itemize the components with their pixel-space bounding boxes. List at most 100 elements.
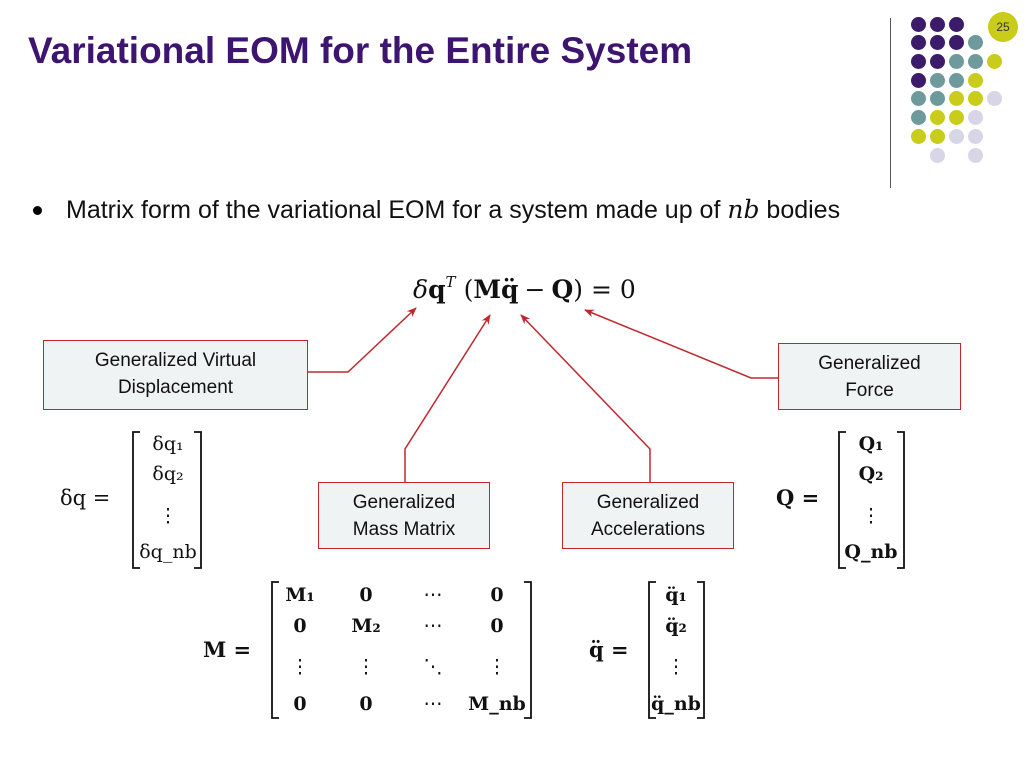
page-number-badge: 25 — [988, 12, 1018, 42]
main-equation: δqT(Mq̈−Q) = 0 — [413, 273, 636, 304]
dot — [949, 129, 964, 144]
arrow-accelerations — [520, 314, 651, 483]
qdd-right-bracket — [697, 581, 705, 719]
label-accelerations-line2: Accelerations — [590, 519, 706, 540]
qdd-entry-4: q̈_nb — [651, 693, 701, 715]
bullet-text-after: bodies — [759, 196, 841, 224]
M-left-bracket — [271, 581, 279, 719]
label-accelerations: Generalized Accelerations — [562, 482, 734, 549]
label-virtual-displacement: Generalized Virtual Displacement — [43, 340, 308, 410]
qdd-entry-3: ⋮ — [667, 656, 686, 678]
label-force-line2: Force — [845, 380, 894, 401]
main-eq-M: M — [473, 275, 501, 304]
Q-entry-1: Q₁ — [859, 433, 884, 455]
M-r3c4: ⋮ — [488, 656, 507, 678]
dot — [930, 148, 945, 163]
dot — [930, 91, 945, 106]
label-virtual-displacement-line2: Displacement — [117, 377, 234, 398]
dot — [968, 54, 983, 69]
dot — [949, 91, 964, 106]
dot — [911, 91, 926, 106]
Q-entry-3: ⋮ — [862, 505, 881, 527]
main-eq-transpose: T — [446, 273, 457, 291]
dot — [968, 148, 983, 163]
slide-title: Variational EOM for the Entire System — [28, 30, 693, 71]
dot — [911, 73, 926, 88]
Q-entry-4: Q_nb — [844, 541, 897, 563]
M-right-bracket — [524, 581, 532, 719]
dot — [968, 110, 983, 125]
qdd-left-bracket — [648, 581, 656, 719]
qdd-lhs: q̈ = — [589, 637, 629, 662]
dot — [930, 110, 945, 125]
M-r4c4: M_nb — [468, 693, 526, 715]
main-eq-zero: = 0 — [591, 275, 636, 304]
dot — [968, 91, 983, 106]
label-force: Generalized Force — [778, 343, 961, 410]
dot — [949, 17, 964, 32]
M-r2c4: 0 — [490, 615, 503, 637]
dot — [949, 110, 964, 125]
delta-q-entry-4: δq_nb — [139, 541, 197, 563]
bullet-variable: nb — [727, 195, 760, 224]
arrow-virtual-displacement — [308, 307, 417, 373]
label-virtual-displacement-line1: Generalized Virtual — [94, 350, 257, 371]
dot — [911, 17, 926, 32]
M-r4c3: ⋯ — [424, 693, 443, 715]
delta-q-left-bracket — [132, 431, 140, 569]
M-r3c2: ⋮ — [357, 656, 376, 678]
M-r4c2: 0 — [359, 693, 372, 715]
delta-q-lhs: δq = — [60, 486, 110, 510]
main-eq-qdd: q̈ — [501, 275, 518, 304]
M-r1c4: 0 — [490, 584, 503, 606]
bullet-text: Matrix form of the variational EOM for a… — [66, 195, 840, 225]
M-r1c2: 0 — [359, 584, 372, 606]
label-mass-matrix-line2: Mass Matrix — [352, 519, 456, 540]
header-divider — [890, 18, 891, 188]
main-eq-Q: Q — [551, 275, 573, 304]
dot — [968, 73, 983, 88]
main-eq-delta: δ — [413, 275, 428, 304]
Q-entry-2: Q₂ — [859, 463, 884, 485]
M-r1c3: ⋯ — [424, 584, 443, 606]
bullet-text-before: Matrix form of the variational EOM for a… — [66, 196, 728, 224]
label-mass-matrix: Generalized Mass Matrix — [318, 482, 490, 549]
main-eq-minus: − — [525, 275, 546, 304]
arrow-force — [584, 309, 778, 379]
dot — [949, 35, 964, 50]
dot — [911, 35, 926, 50]
dot — [968, 35, 983, 50]
qdd-entry-2: q̈₂ — [665, 615, 687, 637]
page-number: 25 — [996, 20, 1010, 34]
M-r2c1: 0 — [293, 615, 306, 637]
dot — [987, 91, 1002, 106]
label-mass-matrix-line1: Generalized — [352, 492, 456, 513]
delta-q-right-bracket — [194, 431, 202, 569]
dot — [911, 110, 926, 125]
dot — [930, 17, 945, 32]
dot — [930, 73, 945, 88]
dot — [949, 73, 964, 88]
M-r1c1: M₁ — [285, 584, 314, 606]
Q-right-bracket — [897, 431, 905, 569]
dot — [930, 35, 945, 50]
Q-lhs: Q = — [776, 485, 819, 510]
qdd-entry-1: q̈₁ — [665, 584, 687, 606]
M-r2c2: M₂ — [351, 615, 380, 637]
dot — [968, 129, 983, 144]
M-r3c1: ⋮ — [291, 656, 310, 678]
M-r3c3: ⋱ — [424, 656, 443, 678]
M-r4c1: 0 — [293, 693, 306, 715]
Q-left-bracket — [838, 431, 846, 569]
dot — [911, 129, 926, 144]
delta-q-entry-1: δq₁ — [152, 433, 183, 455]
dot — [911, 54, 926, 69]
delta-q-entry-3: ⋮ — [159, 505, 178, 527]
M-r2c3: ⋯ — [424, 615, 443, 637]
dot — [930, 54, 945, 69]
arrow-mass-matrix — [404, 314, 491, 483]
label-accelerations-line1: Generalized — [596, 492, 700, 513]
delta-q-entry-2: δq₂ — [152, 463, 183, 485]
bullet-icon — [33, 206, 42, 215]
